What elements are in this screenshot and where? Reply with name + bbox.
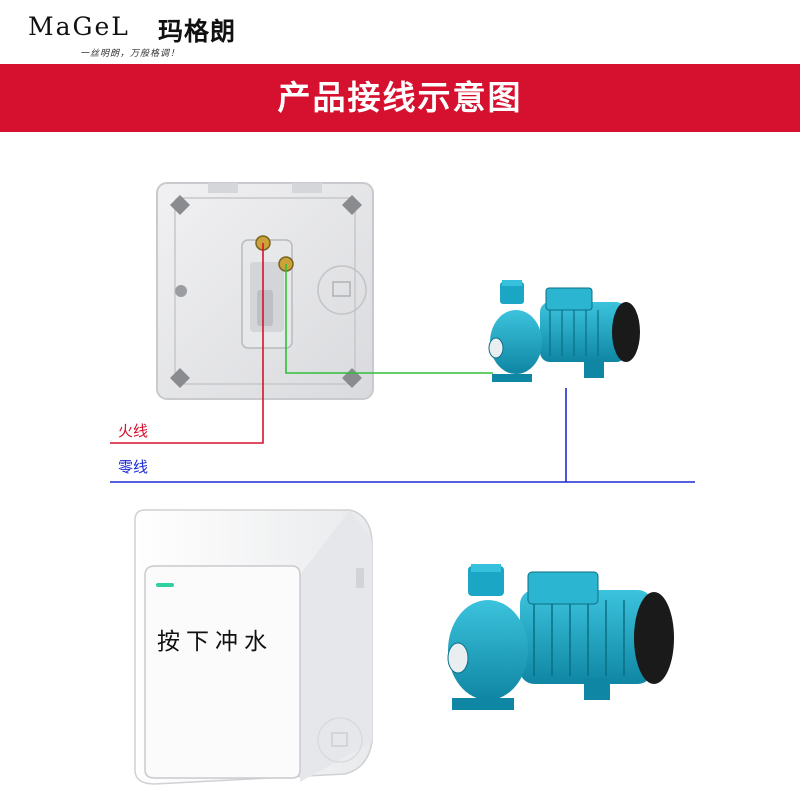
- live-wire: [110, 243, 264, 444]
- water-pump-large: [447, 564, 674, 710]
- switch-back-plate: [156, 182, 374, 400]
- brand-name-cn: 玛格朗: [158, 17, 237, 46]
- brand-name-en: MaGeL: [28, 12, 130, 41]
- neutral-wire-label: 零线: [118, 458, 149, 476]
- brand-slogan: 一丝明朗，万般格调！: [80, 49, 181, 59]
- page-title: 产品接线示意图: [277, 78, 523, 117]
- switch-wire: [285, 264, 493, 374]
- water-pump-small: [488, 280, 640, 382]
- title-banner: 产品接线示意图: [0, 64, 800, 132]
- flush-rocker-button: [144, 565, 363, 779]
- live-wire-label: 火线: [118, 422, 149, 440]
- switch-button-label: 按下冲水: [157, 629, 273, 655]
- indicator-light: [156, 583, 174, 587]
